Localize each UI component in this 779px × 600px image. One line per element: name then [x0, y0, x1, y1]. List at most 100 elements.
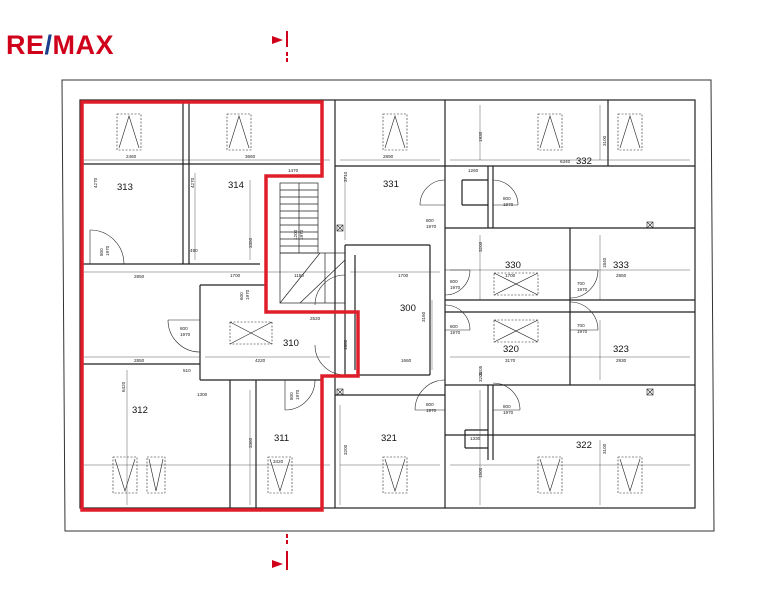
door-300a	[314, 274, 346, 306]
dim-label: 600	[239, 292, 244, 300]
room-label-333: 333	[613, 260, 629, 271]
dim-label: 1470	[288, 168, 299, 173]
dim-label: 3360	[248, 437, 253, 448]
dim-label: 3200	[343, 444, 348, 455]
shaft-markers	[336, 221, 654, 396]
logo-part-max: MAX	[52, 30, 115, 60]
windows	[112, 113, 643, 494]
unit-outline	[80, 100, 360, 512]
window-314	[226, 113, 252, 151]
dim-label: 2850	[134, 358, 145, 363]
dim-label: 3205	[478, 365, 483, 376]
shaft-3	[336, 388, 344, 396]
shaft-4	[646, 388, 654, 396]
window-321	[382, 456, 408, 494]
dim-label: 1970	[180, 332, 191, 337]
room-label-300: 300	[400, 303, 416, 314]
dim-label: 1970	[426, 224, 437, 229]
dim-label: 1260	[468, 168, 479, 173]
door-310	[167, 319, 201, 353]
dim-label: 6420	[121, 381, 126, 392]
door-323	[569, 301, 599, 331]
dim-label: 2850	[134, 274, 145, 279]
dim-label: 800	[99, 248, 104, 256]
window-322b	[617, 456, 643, 494]
shaft-1	[336, 224, 344, 232]
dimension-labels: 2460 3660 1470 2890 1260 6340 4270 4270 …	[93, 131, 627, 478]
dim-label: 4220	[255, 358, 266, 363]
dim-label: 1970	[426, 408, 437, 413]
dim-label: 1660	[401, 358, 412, 363]
walls	[79, 99, 696, 509]
window-331	[382, 113, 408, 151]
door-330	[444, 269, 471, 296]
staircase	[279, 182, 346, 304]
dim-label: 3660	[245, 154, 256, 159]
room-label-310: 310	[283, 338, 299, 349]
door-wc-top	[492, 179, 519, 206]
room-label-314: 314	[228, 180, 244, 191]
section-marker-bottom	[272, 534, 288, 570]
dim-label: 1930	[478, 131, 483, 142]
window-313	[116, 113, 142, 151]
room-label-331: 331	[383, 179, 399, 190]
dim-label: 1150	[294, 273, 304, 278]
room-label-311: 311	[274, 433, 289, 444]
room-label-313: 313	[117, 182, 133, 193]
dim-label: 800	[503, 404, 511, 409]
dim-label: 1840	[602, 257, 607, 268]
door-313	[89, 229, 125, 265]
dim-label: 3100	[602, 443, 607, 454]
dim-label: 1970	[299, 229, 304, 240]
dim-label: 6340	[560, 159, 571, 164]
room-label-322: 322	[576, 440, 592, 451]
dim-label: 800	[180, 326, 188, 331]
window-332a	[537, 113, 563, 151]
dim-label: 490	[190, 248, 198, 253]
dim-label: 3170	[505, 358, 516, 363]
dim-label: 2520	[310, 316, 321, 321]
dim-label: 1970	[450, 330, 461, 335]
dim-label: 800	[503, 196, 511, 201]
dim-label: 1880	[343, 339, 348, 350]
dim-label: 2890	[383, 154, 394, 159]
door-331	[419, 179, 446, 206]
dim-label: 1970	[450, 285, 461, 290]
shaft-2	[646, 221, 654, 229]
logo-slash: /	[44, 30, 53, 60]
dim-label: 1970	[295, 389, 300, 400]
dim-label: 700	[577, 323, 585, 328]
dim-label: 1970	[245, 289, 250, 300]
room-label-330: 330	[505, 260, 521, 271]
dim-label: 800	[450, 279, 458, 284]
door-wc-bottom	[492, 382, 521, 411]
dim-label: 510	[183, 368, 191, 373]
dim-label: 3420	[273, 459, 284, 464]
remax-logo: RE/MAX	[6, 32, 114, 59]
dim-label: 800	[289, 392, 294, 400]
dim-label: 1700	[505, 273, 516, 278]
dim-label: 1300	[197, 392, 208, 397]
room-label-332: 332	[576, 156, 592, 167]
skylight-320	[493, 319, 539, 343]
dim-label: 3710	[343, 171, 348, 182]
dim-label: 3200	[478, 241, 483, 252]
dim-label: 700	[577, 281, 585, 286]
dim-label: 1330	[470, 436, 481, 441]
door-311	[284, 379, 316, 411]
dim-label: 3160	[421, 311, 426, 322]
room-labels: 313 314 331 332 330 333 310 300 320 323 …	[117, 156, 629, 451]
window-312b	[146, 456, 166, 494]
dim-label: 1970	[577, 329, 588, 334]
dim-label: 800	[426, 402, 434, 407]
dim-label: 3100	[602, 135, 607, 146]
window-322a	[537, 456, 563, 494]
dim-label: 1700	[230, 273, 241, 278]
dim-label: 1500	[478, 467, 483, 478]
dim-label: 1700	[398, 273, 409, 278]
skylight-330	[493, 272, 539, 296]
dim-label: 1970	[503, 410, 514, 415]
dim-label: 2460	[126, 154, 137, 159]
room-label-312: 312	[132, 405, 148, 416]
